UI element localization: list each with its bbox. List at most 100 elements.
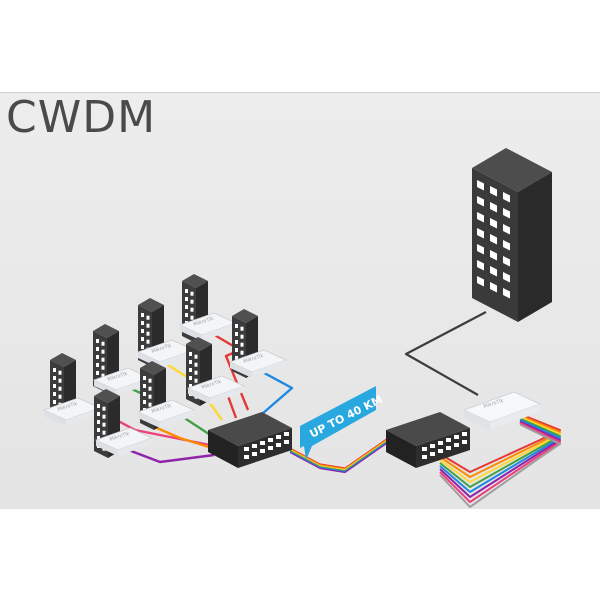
site-group: MikroTik [92,324,152,396]
building-window [97,428,100,432]
building-window [102,414,106,419]
building-window [194,354,198,359]
building-window [97,436,100,440]
building-window [189,384,192,388]
building-window [101,341,105,346]
building-window [235,324,238,328]
fiber-cable [439,420,561,498]
trunk-fiber [289,442,389,474]
building-window [58,394,62,399]
building-window [240,342,244,347]
building-window [102,430,106,435]
building-window [53,392,56,396]
trunk-fiber [289,441,389,473]
building-window [146,331,150,336]
building-window [53,368,56,372]
building-window [143,376,146,380]
building-window [96,347,99,351]
building-window [503,240,510,251]
building-window [235,356,238,360]
trunk-fiber [289,438,389,470]
building-window [101,349,105,354]
building-window [97,404,100,408]
building-window [477,260,484,271]
fiber-cable [439,414,561,478]
site-group: MikroTik [228,309,288,378]
diagram-title: CWDM [6,92,157,143]
building-window [235,340,238,344]
building-window [477,244,484,255]
building-window [477,180,484,191]
network-switch-icon: MikroTik [42,397,102,426]
building-window [58,386,62,391]
building-window [143,400,146,404]
network-switch-icon: MikroTik [136,399,196,428]
building-window [503,256,510,267]
building-window [143,392,146,396]
building-window [190,307,194,312]
network-switch-icon: MikroTik [136,339,196,368]
building-window [235,332,238,336]
building-window [189,368,192,372]
network-switch-icon: MikroTik [186,375,246,404]
building-window [240,326,244,331]
building-window [490,202,497,213]
building-window [194,362,198,367]
network-switch-icon: MikroTik [228,349,288,378]
building-window [185,297,188,301]
building-window [477,276,484,287]
building-window [490,234,497,245]
building-window [490,266,497,277]
building-window [189,376,192,380]
building-window [97,412,100,416]
building-window [141,313,144,317]
building-window [185,313,188,317]
building-window [185,289,188,293]
building-window [53,376,56,380]
building-window [190,291,194,296]
building-window [189,360,192,364]
fiber-cable [149,423,213,450]
fiber-cable [439,422,561,503]
building-window [194,378,198,383]
building-window [102,406,106,411]
building-window [97,420,100,424]
building-window [189,352,192,356]
building-window [240,350,244,355]
uplink-cable [404,311,487,396]
building-window [240,334,244,339]
building-window [148,386,152,391]
building-window [96,339,99,343]
building-window [503,272,510,283]
fiber-cable [439,419,561,493]
building-window [235,348,238,352]
trunk-fiber [289,440,389,472]
building-window [503,288,510,299]
building-window [141,321,144,325]
building-window [58,378,62,383]
site-group: MikroTik [94,389,154,458]
building-window [503,208,510,219]
building-window [141,337,144,341]
building-window [96,363,99,367]
trunk-fiber [289,437,389,469]
building-window [190,299,194,304]
fiber-cable [439,413,561,473]
building-window [503,192,510,203]
building-window [101,365,105,370]
building-window [490,218,497,229]
building-window [141,345,144,349]
building-window [490,186,497,197]
site-group: MikroTik [186,337,246,406]
building-window [102,422,106,427]
fiber-cable [254,366,294,415]
network-switch-icon: MikroTik [94,427,154,456]
building-window [148,394,152,399]
building-window [53,384,56,388]
building-window [101,357,105,362]
building-window [490,282,497,293]
building-window [96,355,99,359]
fiber-cable [117,444,215,464]
cwdm-mux-icon [386,412,470,468]
